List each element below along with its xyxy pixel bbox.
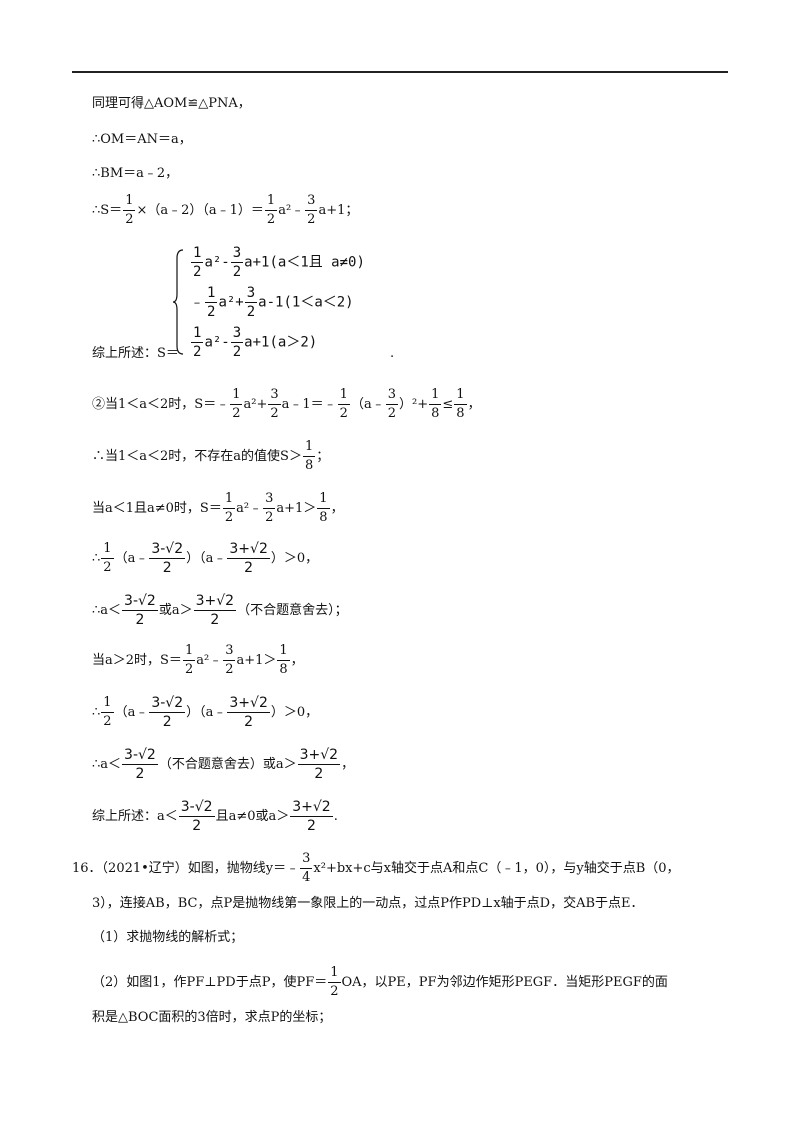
piecewise-brace <box>172 249 184 355</box>
period: . <box>390 346 395 361</box>
summary-label: 综上所述：S＝ <box>92 346 179 361</box>
text-line: ∴OM＝AN＝a， <box>92 132 192 147</box>
text-line: 同理可得△AOM≌△PNA， <box>92 96 251 111</box>
problem-16-part-2-cont: 积是△BOC面积的3倍时，求点P的坐标； <box>92 1010 332 1025</box>
text-line: ∴BM＝a﹣2， <box>92 166 179 181</box>
text: a²﹣ <box>278 203 305 218</box>
text: ∴S＝ <box>92 203 123 218</box>
problem-16-part-1: （1）求抛物线的解析式； <box>92 930 244 945</box>
text: ×（a﹣2）（a﹣1）＝ <box>136 203 264 218</box>
text: a+1； <box>318 203 359 218</box>
header-rule <box>72 71 728 73</box>
problem-16-line-2: 3），连接AB，BC，点P是抛物线第一象限上的一动点，过点P作PD⊥x轴于点D，… <box>92 896 644 911</box>
